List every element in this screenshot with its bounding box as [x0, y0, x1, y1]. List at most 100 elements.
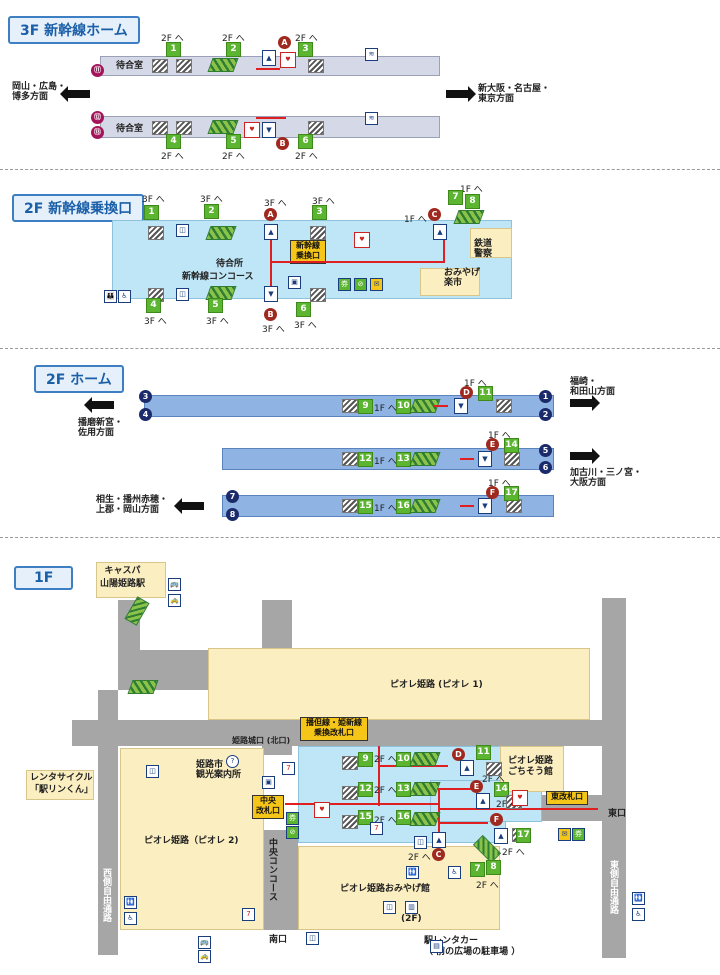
- escalator-icon: [409, 752, 441, 766]
- direction-banshu-shingu: 播磨新宮・ 佐用方面: [78, 418, 124, 438]
- to1f-label: 1F へ: [374, 404, 397, 414]
- red-route-line: [256, 117, 286, 119]
- escalator-icon: [207, 120, 239, 134]
- to3f-label: 3F へ: [262, 325, 285, 335]
- arrow-west-icon: [174, 498, 204, 514]
- red-route-line: [443, 234, 445, 262]
- gate-4-badge: 4: [146, 298, 161, 313]
- smoking-area-icon: ≋: [365, 112, 378, 125]
- himeji-castle-gate-label: 姫路城口 (北口): [232, 736, 291, 745]
- to2f-label: 2F へ: [496, 800, 519, 810]
- to2f-label: 2F へ: [161, 34, 184, 44]
- ic-charge-icon: ⊘: [286, 826, 299, 839]
- escalator-icon: [409, 782, 441, 796]
- direction-east: 新大阪・名古屋・ 東京方面: [478, 84, 551, 104]
- track-2-badge: 2: [539, 408, 552, 421]
- stairs-icon: [176, 59, 192, 73]
- gate-5-badge: 5: [208, 298, 223, 313]
- escalator-icon: [207, 58, 239, 72]
- red-route-line: [438, 822, 488, 824]
- to1f-label: 1F へ: [404, 215, 427, 225]
- gate-4-badge: 4: [166, 134, 181, 149]
- elevator-icon: ▲: [460, 760, 474, 776]
- rent-cycle-label: レンタサイクル 「駅リンくん」: [30, 773, 94, 795]
- to1f-label: 1F へ: [488, 479, 511, 489]
- gate-1-badge: 1: [166, 42, 181, 57]
- track-3-badge: 3: [139, 390, 152, 403]
- track-1-badge: 1: [539, 390, 552, 403]
- ticket-office-icon: ✉: [558, 828, 571, 841]
- escalator-icon: [409, 812, 441, 826]
- west-free-passage: [98, 690, 118, 955]
- arrow-east-icon: [570, 448, 600, 464]
- direction-kakogawa: 加古川・三ノ宮・ 大阪方面: [570, 468, 643, 488]
- track-4-badge: 4: [139, 408, 152, 421]
- section-divider: [0, 169, 720, 170]
- arrow-east-icon: [570, 395, 600, 411]
- red-route-line: [270, 236, 272, 286]
- gate-5-badge: 5: [226, 134, 241, 149]
- police-room: [470, 228, 512, 258]
- gate-16-badge: 16: [396, 810, 411, 825]
- piole1-building: [208, 648, 590, 720]
- convenience-store-icon: 7: [282, 762, 295, 775]
- elevator-icon: ▼: [262, 122, 276, 138]
- to3f-label: 3F へ: [206, 317, 229, 327]
- red-route-line: [378, 765, 448, 767]
- stairs-icon: [308, 59, 324, 73]
- red-route-line: [270, 261, 445, 263]
- aed-icon: ♥: [354, 232, 370, 248]
- restroom-icon: ◫: [383, 901, 396, 914]
- section-title-3f: 3F 新幹線ホーム: [8, 16, 140, 44]
- point-d-badge: D: [460, 386, 473, 399]
- elevator-icon: ▼: [264, 286, 278, 302]
- to3f-label: 3F へ: [200, 195, 223, 205]
- gate-7-badge: 7: [448, 190, 463, 205]
- elevator-icon: ▲: [264, 224, 278, 240]
- aed-icon: ♥: [244, 122, 260, 138]
- ticket-office-icon: ✉: [370, 278, 383, 291]
- point-e-badge: E: [470, 780, 483, 793]
- to1f-label: 1F へ: [460, 185, 483, 195]
- gate-11-badge: 11: [478, 386, 493, 401]
- track-12-badge: ⑫: [91, 111, 104, 124]
- taxi-icon: 🚕: [168, 594, 181, 607]
- omiyage-rakuichi-label: おみやげ 楽市: [444, 268, 481, 288]
- elevator-icon: ▲: [432, 832, 446, 848]
- east-exit-label: 東口: [608, 809, 627, 819]
- elevator-icon: ▥: [405, 901, 418, 914]
- waiting-area-label: 待合所: [216, 259, 244, 269]
- waiting-room-label: 待合室: [116, 61, 144, 71]
- stairs-icon: [152, 121, 168, 135]
- to2f-label: 2F へ: [161, 152, 184, 162]
- escalator-icon: [205, 226, 237, 240]
- ticket-machine-icon: 券: [572, 828, 585, 841]
- stairs-icon: [342, 499, 358, 513]
- bus-icon: 🚌: [168, 578, 181, 591]
- point-f-badge: F: [490, 813, 503, 826]
- elevator-icon: ▲: [494, 828, 508, 844]
- track-5-badge: 5: [539, 444, 552, 457]
- info-icon: ?: [226, 755, 239, 768]
- gate-12-badge: 12: [358, 452, 373, 467]
- wheelchair-icon: ♿: [124, 912, 137, 925]
- stairs-icon: [342, 756, 358, 770]
- rent-car-icon: ▤: [430, 940, 443, 953]
- convenience-store-icon: 7: [370, 822, 383, 835]
- section-title-2f-transfer: 2F 新幹線乗換口: [12, 194, 145, 222]
- wheelchair-icon: ♿: [632, 908, 645, 921]
- east-gate-box: 東改札口: [546, 791, 588, 805]
- gochisou-label: ピオレ姫路 ごちそう館: [508, 756, 554, 777]
- to2f-label: 2F へ: [482, 775, 505, 785]
- point-a-badge: A: [264, 208, 277, 221]
- stairs-icon: [152, 59, 168, 73]
- stairs-icon: [342, 399, 358, 413]
- to2f-label: 2F へ: [374, 786, 397, 796]
- escalator-icon: [409, 452, 441, 466]
- to2f-label: 2F へ: [502, 848, 525, 858]
- point-b-badge: B: [264, 308, 277, 321]
- gate-7-badge: 7: [470, 862, 485, 877]
- to1f-label: 1F へ: [488, 431, 511, 441]
- stairs-icon: [310, 288, 326, 302]
- taxi-icon: 🚕: [198, 950, 211, 963]
